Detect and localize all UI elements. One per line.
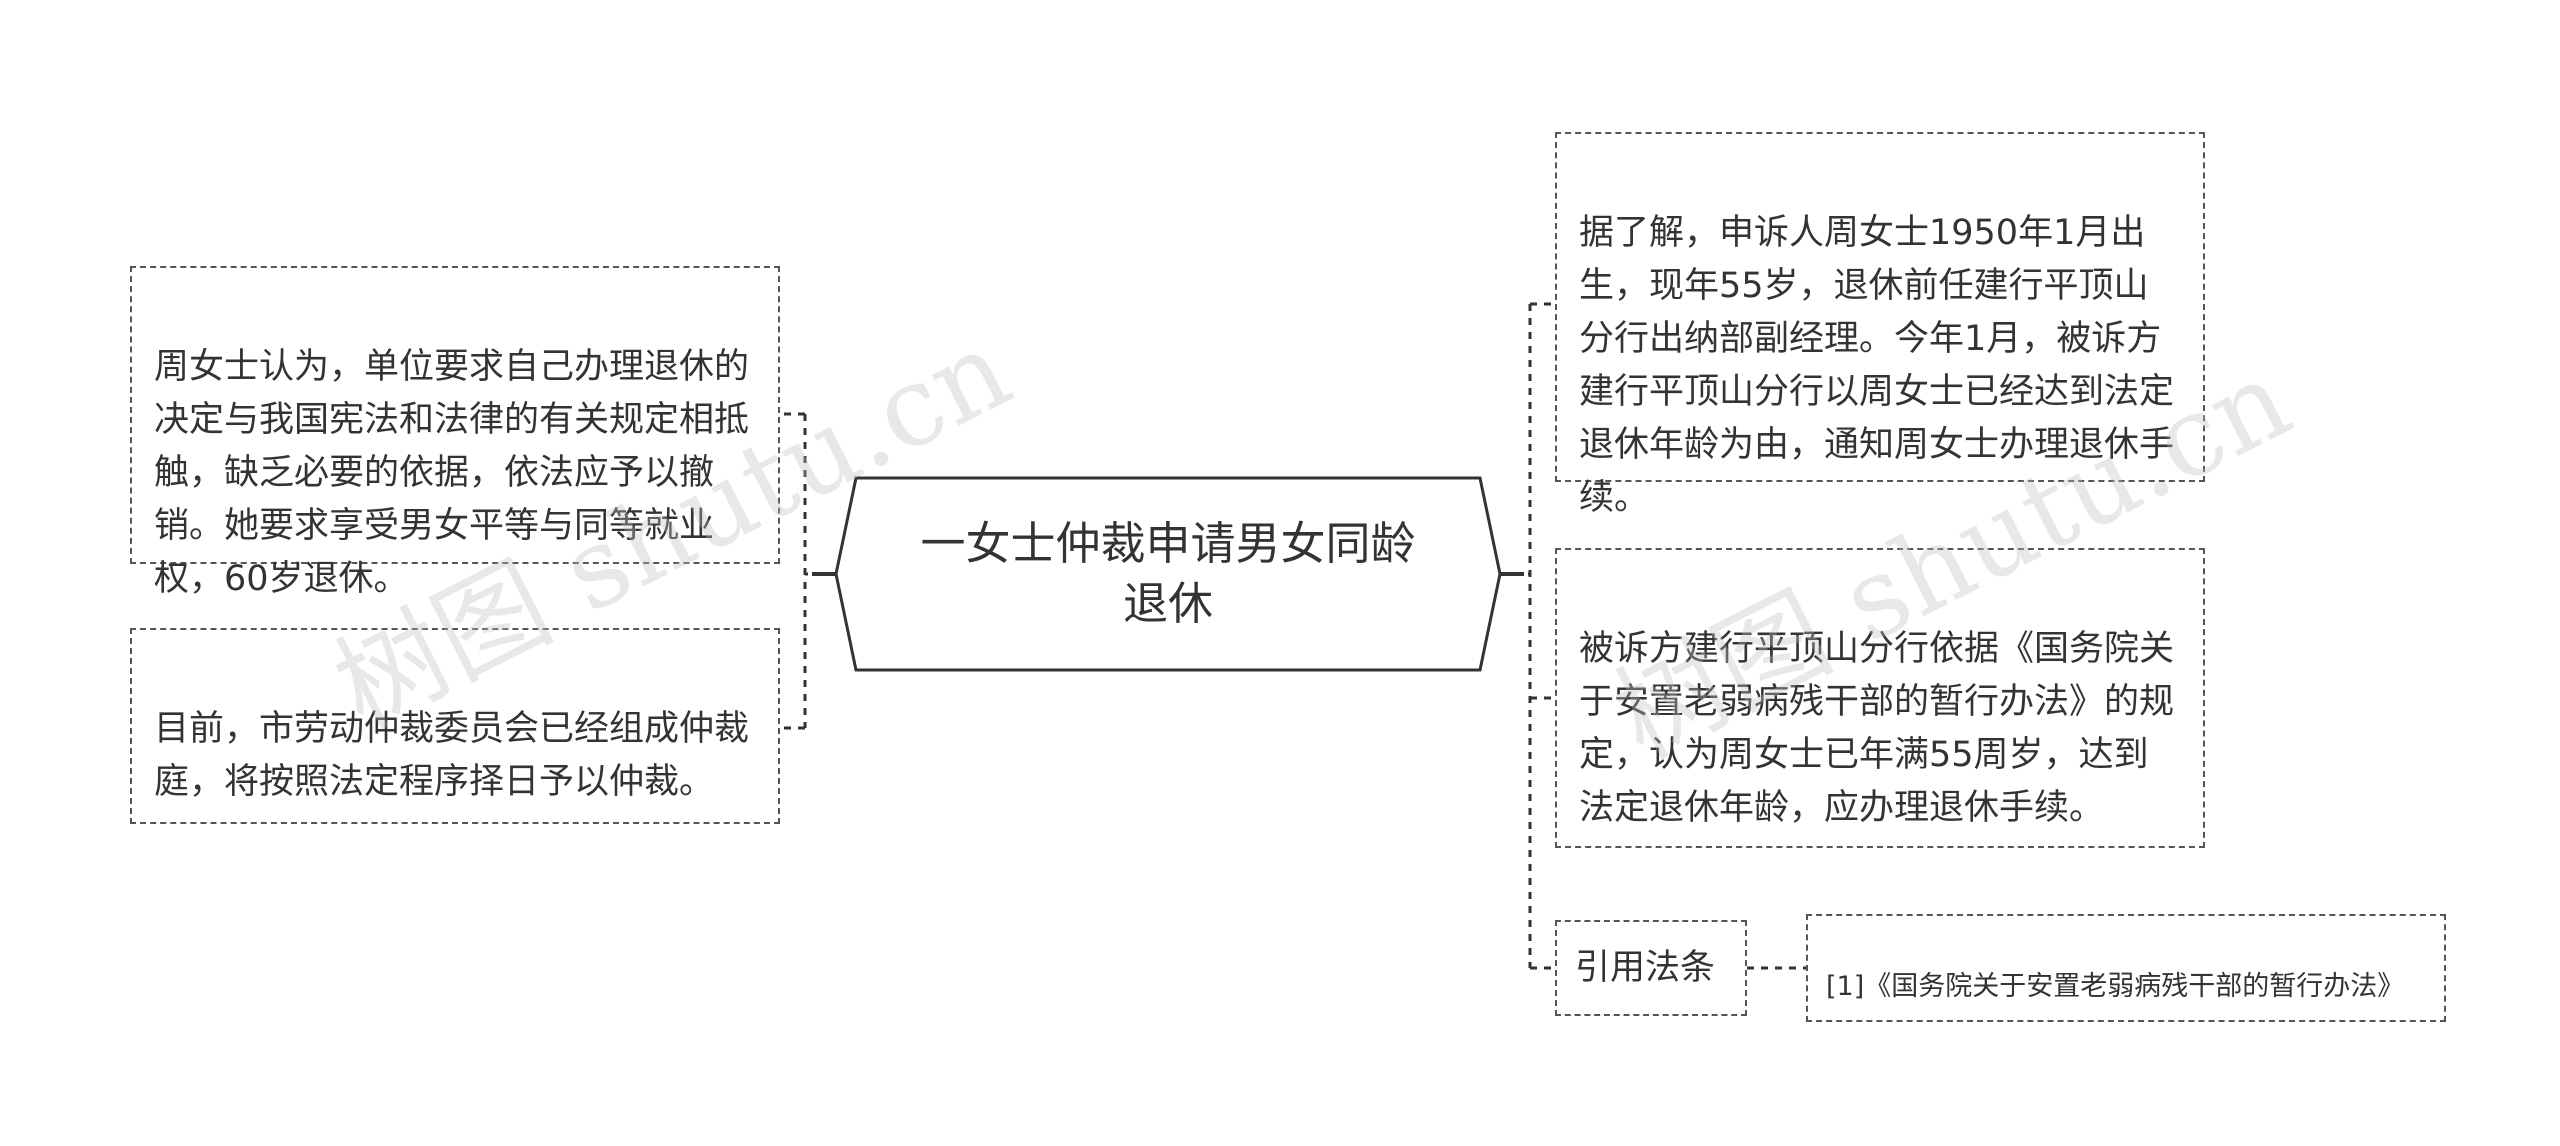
right-node-respondent-text: 被诉方建行平顶山分行依据《国务院关于安置老弱病残干部的暂行办法》的规定，认为周女…	[1579, 629, 2175, 828]
right-node-cited-law[interactable]: 引用法条	[1555, 920, 1747, 1016]
right-node-cited-law-text: 引用法条	[1575, 948, 1716, 988]
left-connectors	[780, 412, 836, 730]
citation-node-text: [1]《国务院关于安置老弱病残干部的暂行办法》	[1826, 971, 2405, 1002]
root-node-label: 一女士仲裁申请男女同龄退休	[920, 517, 1416, 630]
root-node[interactable]: 一女士仲裁申请男女同龄退休	[836, 478, 1500, 670]
left-node-claim[interactable]: 周女士认为，单位要求自己办理退休的决定与我国宪法和法律的有关规定相抵触，缺乏必要…	[130, 266, 780, 599]
citation-node[interactable]: [1]《国务院关于安置老弱病残干部的暂行办法》	[1806, 914, 2446, 1022]
right-node-background[interactable]: 据了解，申诉人周女士1950年1月出生，现年55岁，退休前任建行平顶山分行出纳部…	[1555, 132, 2205, 518]
left-node-arbitration-text: 目前，市劳动仲裁委员会已经组成仲裁庭，将按照法定程序择日予以仲裁。	[154, 709, 750, 802]
right-node-background-text: 据了解，申诉人周女士1950年1月出生，现年55岁，退休前任建行平顶山分行出纳部…	[1579, 213, 2175, 518]
left-node-arbitration[interactable]: 目前，市劳动仲裁委员会已经组成仲裁庭，将按照法定程序择日予以仲裁。	[130, 628, 780, 824]
right-node-respondent[interactable]: 被诉方建行平顶山分行依据《国务院关于安置老弱病残干部的暂行办法》的规定，认为周女…	[1555, 548, 2205, 848]
left-node-claim-text: 周女士认为，单位要求自己办理退休的决定与我国宪法和法律的有关规定相抵触，缺乏必要…	[154, 347, 750, 599]
